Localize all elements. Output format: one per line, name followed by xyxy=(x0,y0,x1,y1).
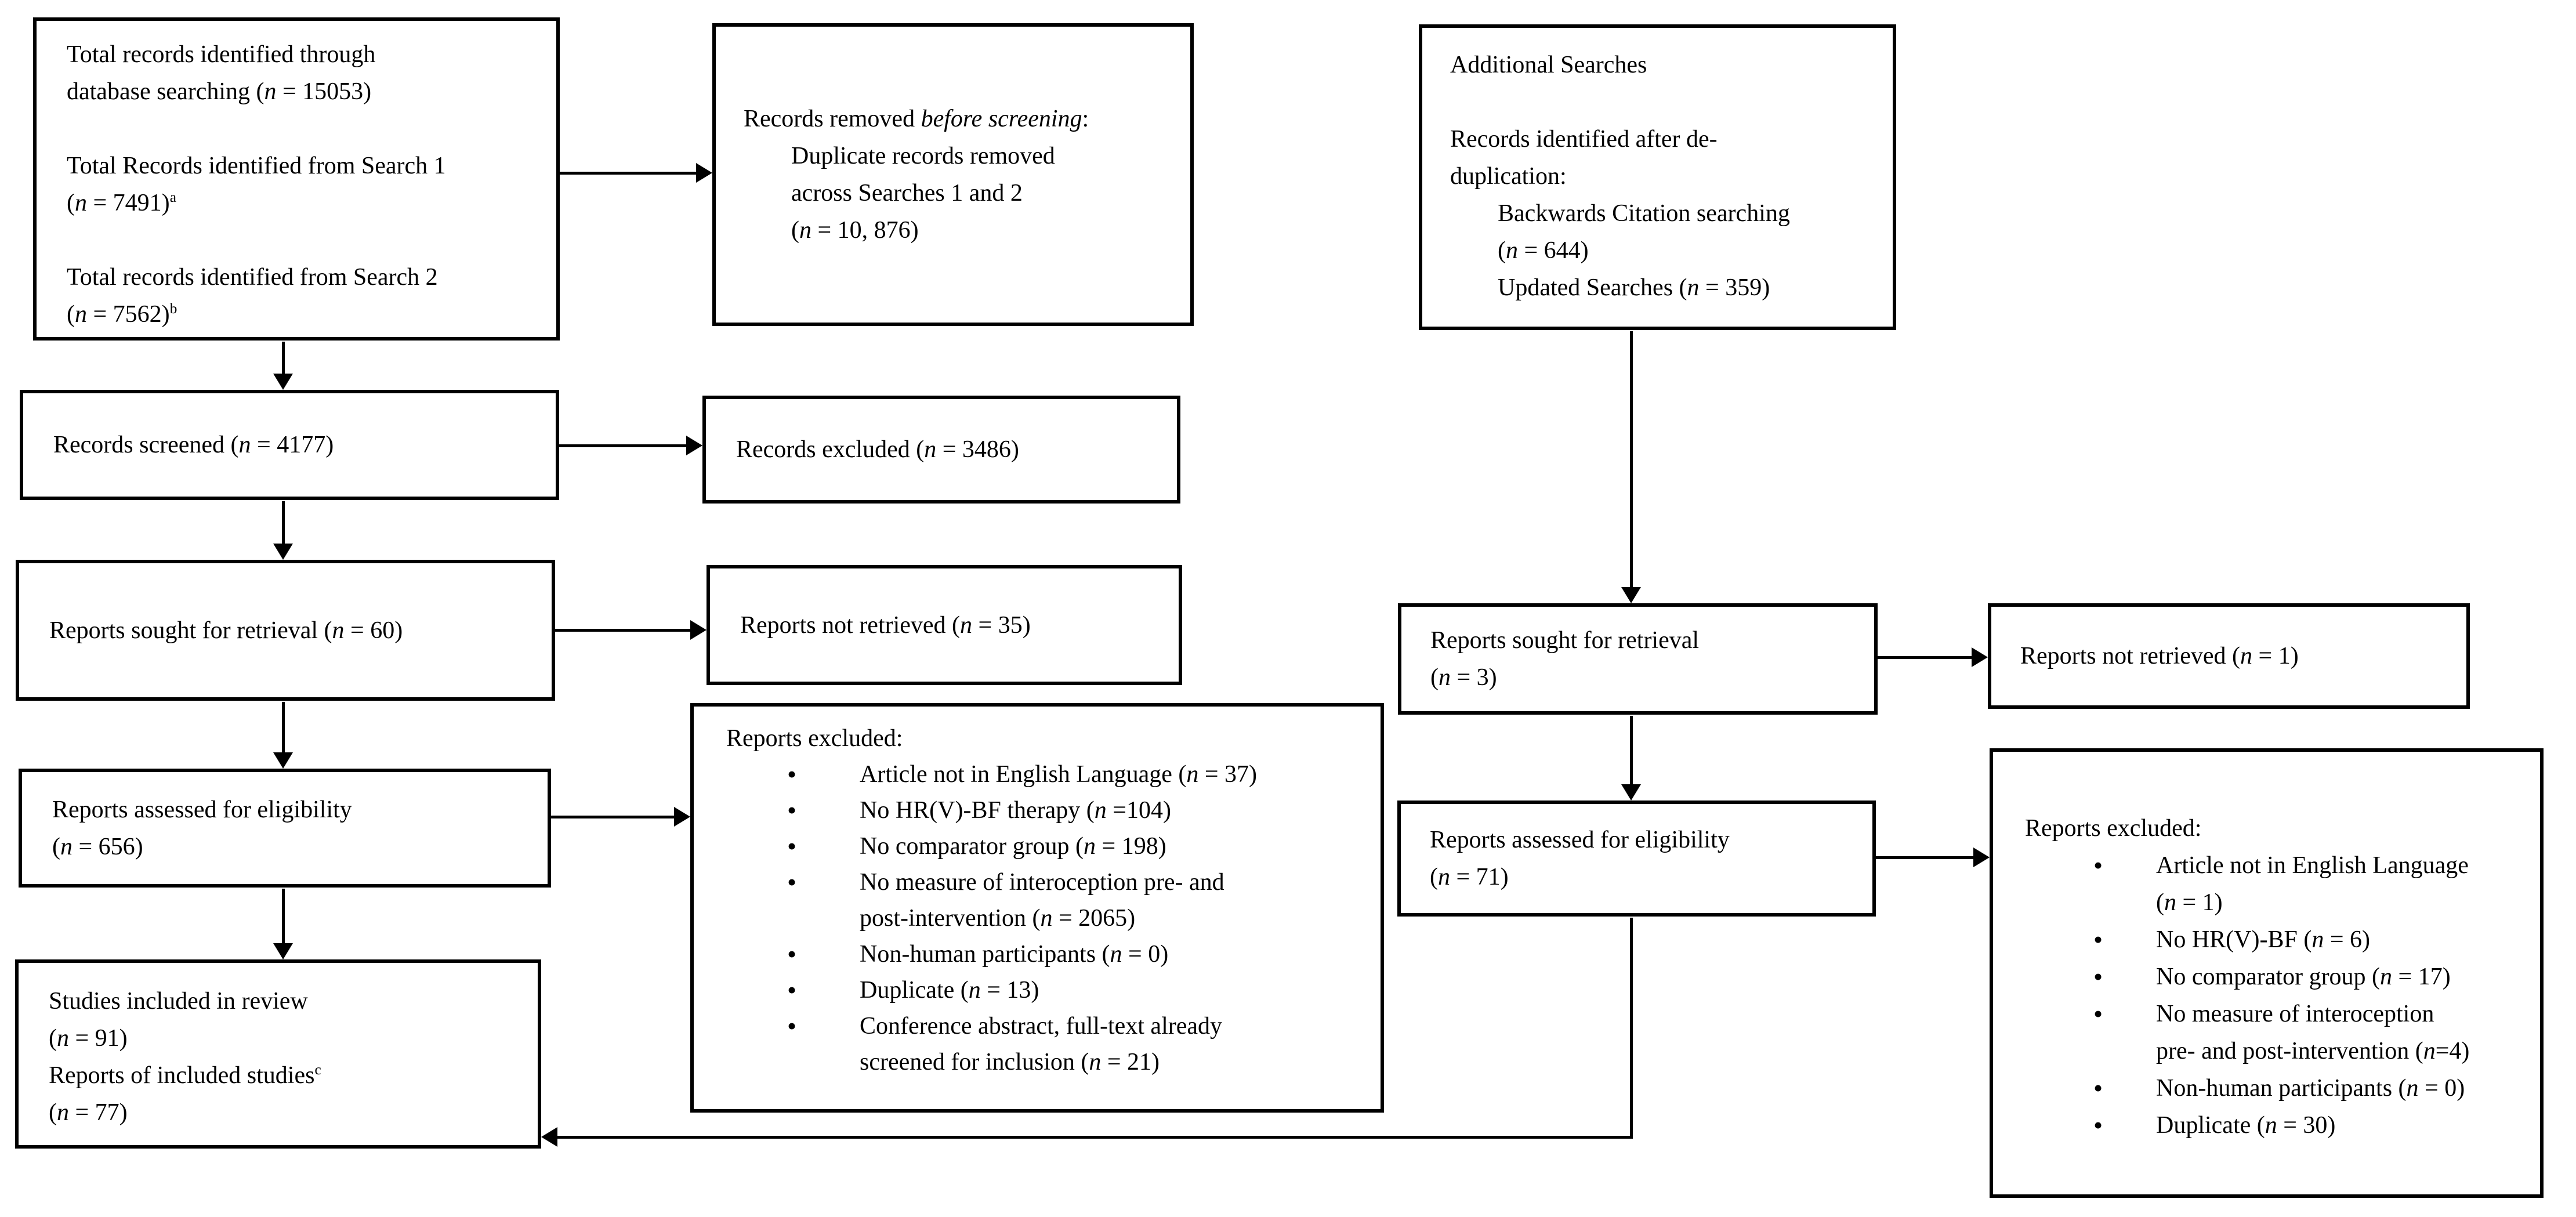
arrowhead-down-icon xyxy=(273,374,293,390)
excluded-reason: No comparator group (n = 17) xyxy=(2025,958,2527,995)
text-line: Reports assessed for eligibility xyxy=(1430,827,1730,853)
text-line: (n = 71) xyxy=(1430,864,1509,890)
records-excluded-box: Records excluded (n = 3486) xyxy=(702,396,1180,504)
arrow-sought-to-notretrieved xyxy=(555,629,691,632)
arrowhead-down-icon xyxy=(273,943,293,959)
additional-searches-box: Additional Searches Records identified a… xyxy=(1419,24,1896,330)
excluded-reason: Non-human participants (n = 0) xyxy=(726,936,1364,972)
text-line: database searching (n = 15053) xyxy=(67,78,372,105)
excluded-reason: No HR(V)-BF therapy (n =104) xyxy=(726,792,1364,828)
section-title: Reports excluded: xyxy=(726,725,903,752)
reports-excluded-main-box: Reports excluded: Article not in English… xyxy=(690,703,1384,1113)
arrow-assessed-right-to-excluded xyxy=(1876,856,1974,859)
arrowhead-left-icon xyxy=(541,1127,557,1147)
text-line: (n = 10, 876) xyxy=(791,217,919,244)
text-line: Updated Searches (n = 359) xyxy=(1498,274,1770,301)
text-line: (n = 91) xyxy=(49,1025,128,1052)
arrowhead-right-icon xyxy=(696,163,712,183)
text-line: Reports not retrieved (n = 35) xyxy=(740,611,1031,639)
arrowhead-right-icon xyxy=(690,620,707,640)
reports-not-retrieved-box: Reports not retrieved (n = 35) xyxy=(707,565,1182,685)
excluded-reason: Duplicate (n = 13) xyxy=(726,972,1364,1008)
arrowhead-down-icon xyxy=(1621,784,1641,801)
arrow-assessed-to-included xyxy=(282,889,285,943)
studies-included-box: Studies included in review (n = 91) Repo… xyxy=(15,959,541,1149)
records-screened-box: Records screened (n = 4177) xyxy=(20,390,559,500)
reports-assessed-right-box: Reports assessed for eligibility (n = 71… xyxy=(1397,801,1876,917)
text-line: Duplicate records removed xyxy=(791,143,1055,169)
text-line xyxy=(1450,84,1884,121)
text-line: Reports sought for retrieval xyxy=(1430,627,1700,654)
arrowhead-right-icon xyxy=(1972,647,1988,667)
text-line: (n = 7562)b xyxy=(67,301,177,328)
reports-sought-box: Reports sought for retrieval (n = 60) xyxy=(16,560,555,701)
reports-assessed-box: Reports assessed for eligibility (n = 65… xyxy=(19,769,551,888)
arrowhead-down-icon xyxy=(273,752,293,769)
section-title: Reports excluded: xyxy=(2025,815,2202,842)
text-line: Records screened (n = 4177) xyxy=(53,432,334,458)
excluded-reason: Article not in English Language(n = 1) xyxy=(2025,847,2527,921)
identification-box: Total records identified through databas… xyxy=(33,17,560,341)
text-line: Reports assessed for eligibility xyxy=(52,796,352,823)
arrowhead-down-icon xyxy=(273,544,293,560)
text-line: (n = 656) xyxy=(52,833,143,860)
excluded-reason: No HR(V)-BF (n = 6) xyxy=(2025,921,2527,958)
text-line: (n = 3) xyxy=(1430,664,1497,691)
text-line: Total records identified from Search 2 xyxy=(67,264,438,291)
arrow-identification-to-duplicates xyxy=(560,172,697,175)
text-line: (n = 7491)a xyxy=(67,190,176,216)
arrowhead-right-icon xyxy=(674,807,690,827)
arrow-screened-to-sought xyxy=(282,501,285,544)
text-line: (n = 644) xyxy=(1498,237,1589,264)
arrow-sought-right-to-assessed xyxy=(1630,716,1633,785)
text-line: Records removed before screening: xyxy=(744,106,1089,132)
excluded-reason: Article not in English Language (n = 37) xyxy=(726,756,1364,792)
text-line: Reports not retrieved (n = 1) xyxy=(2020,643,2299,669)
text-line: Backwards Citation searching xyxy=(1498,200,1790,227)
connector-right-branch-left xyxy=(557,1136,1633,1139)
excluded-reason: Conference abstract, full-text alreadysc… xyxy=(726,1008,1364,1080)
excluded-reason: No comparator group (n = 198) xyxy=(726,828,1364,864)
excluded-reason: No measure of interoception pre- andpost… xyxy=(726,864,1364,936)
arrow-screened-to-excluded xyxy=(559,444,687,447)
arrow-sought-to-assessed xyxy=(282,702,285,752)
arrow-assessed-to-excluded xyxy=(551,816,675,818)
reports-excluded-right-box: Reports excluded: Article not in English… xyxy=(1990,748,2544,1198)
text-line: duplication: xyxy=(1450,163,1567,190)
text-line: Total records identified through xyxy=(67,41,376,68)
reports-not-retrieved-right-box: Reports not retrieved (n = 1) xyxy=(1988,603,2470,709)
text-line: Additional Searches xyxy=(1450,52,1647,78)
reports-sought-right-box: Reports sought for retrieval (n = 3) xyxy=(1398,603,1878,715)
arrowhead-right-icon xyxy=(686,436,702,455)
text-line: Reports sought for retrieval (n = 60) xyxy=(49,617,403,644)
excluded-reason: Duplicate (n = 30) xyxy=(2025,1107,2527,1144)
text-line xyxy=(67,110,546,147)
text-line xyxy=(67,222,546,259)
text-line: Studies included in review xyxy=(49,988,308,1015)
arrow-additional-to-sought xyxy=(1630,331,1633,588)
arrowhead-down-icon xyxy=(1621,587,1641,603)
text-line: Records excluded (n = 3486) xyxy=(736,436,1019,463)
text-line: (n = 77) xyxy=(49,1099,128,1126)
text-line: Total Records identified from Search 1 xyxy=(67,153,446,179)
text-line: Reports of included studiesc xyxy=(49,1062,321,1089)
excluded-reason: Non-human participants (n = 0) xyxy=(2025,1070,2527,1107)
text-line: across Searches 1 and 2 xyxy=(791,180,1023,207)
connector-right-branch-down xyxy=(1630,918,1633,1139)
text-line: Records identified after de- xyxy=(1450,126,1718,153)
arrowhead-right-icon xyxy=(1973,847,1990,867)
duplicates-removed-box: Records removed before screening: Duplic… xyxy=(712,23,1194,326)
arrow-identification-to-screened xyxy=(282,342,285,375)
arrow-sought-right-to-notretrieved xyxy=(1878,656,1973,659)
